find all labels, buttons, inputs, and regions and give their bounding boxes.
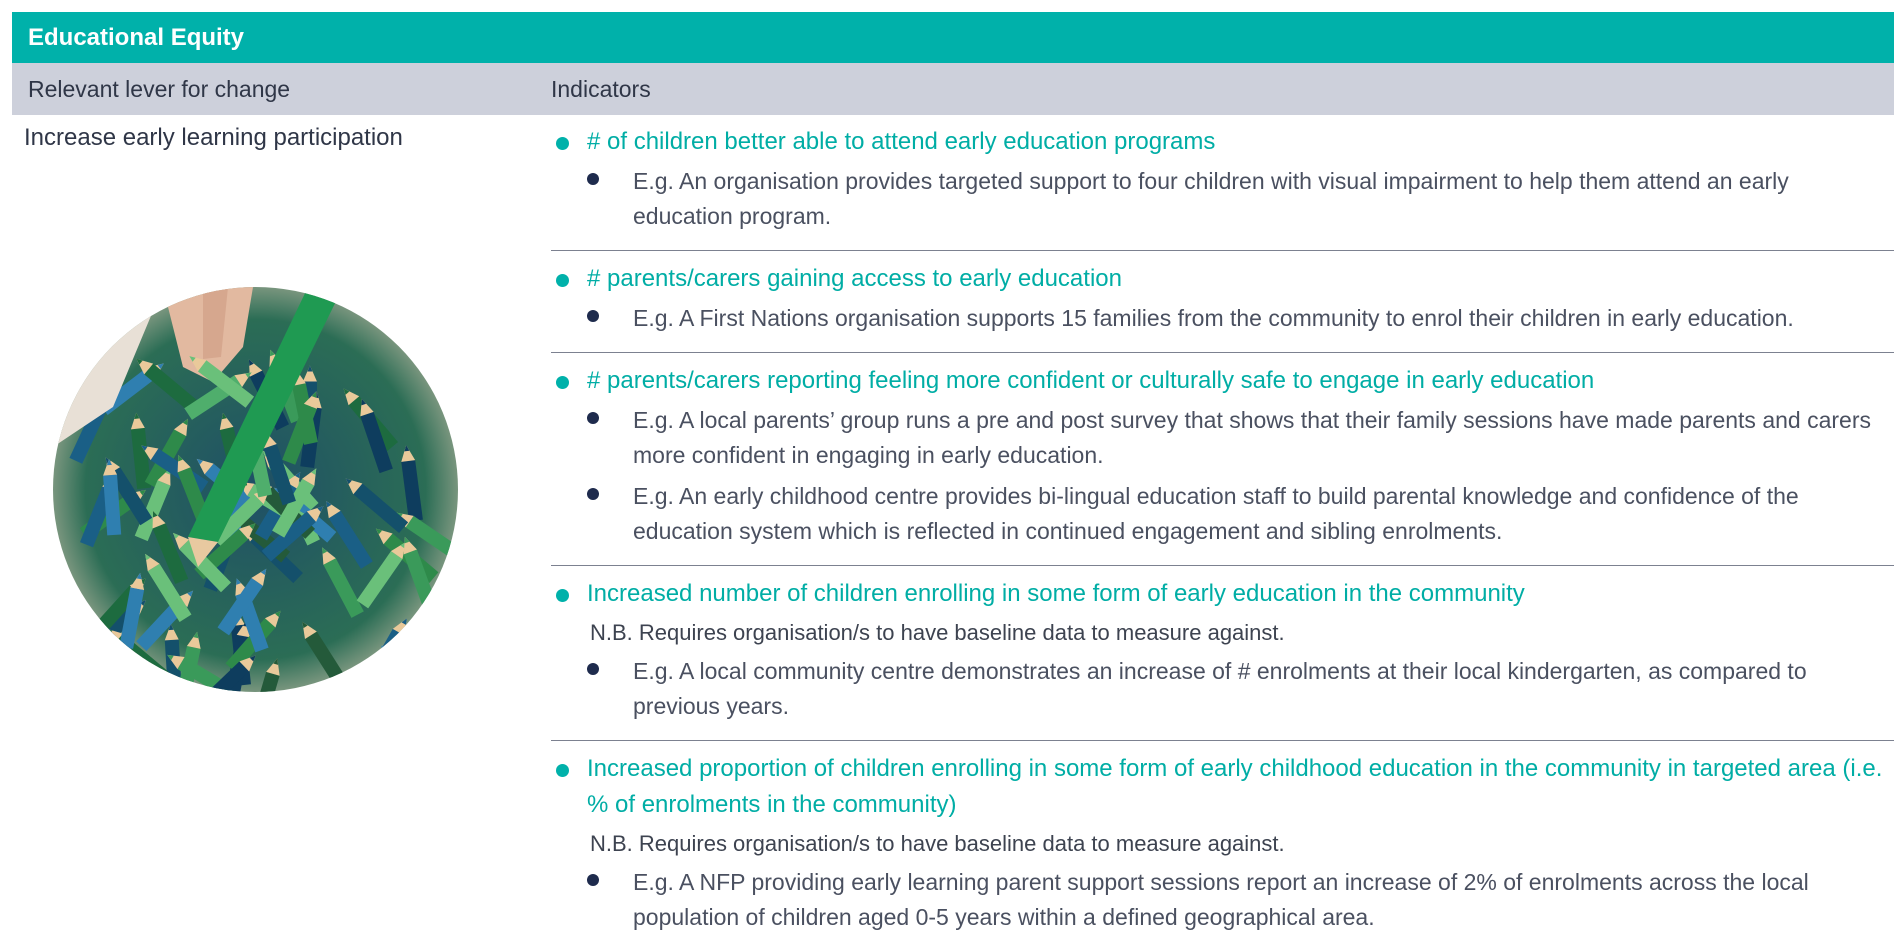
pencil-shape xyxy=(401,445,423,522)
pencils-illustration xyxy=(53,287,458,692)
indicator-group: Increased number of children enrolling i… xyxy=(551,566,1894,741)
pencil-shape xyxy=(217,568,267,636)
pencil-shape xyxy=(322,547,364,618)
indicator-example: E.g. An early childhood centre provides … xyxy=(551,479,1894,549)
indicator-example: E.g. A local community centre demonstrat… xyxy=(551,654,1894,724)
pencil-shape xyxy=(174,631,201,692)
column-header-lever: Relevant lever for change xyxy=(28,76,291,102)
indicator-note: N.B. Requires organisation/s to have bas… xyxy=(590,620,1285,645)
indicator-title: # parents/carers gaining access to early… xyxy=(551,261,1894,297)
indicator-example: E.g. An organisation provides targeted s… xyxy=(551,164,1894,234)
column-header-row: Relevant lever for change Indicators xyxy=(12,63,1894,115)
indicator-group: Increased proportion of children enrolli… xyxy=(551,741,1894,951)
lever-label: Increase early learning participation xyxy=(24,124,403,151)
pencil-shape xyxy=(119,572,145,649)
pencil-shape xyxy=(189,356,255,408)
pencil-shape xyxy=(225,610,281,673)
pencil-shape xyxy=(282,391,317,465)
indicator-example: E.g. A First Nations organisation suppor… xyxy=(551,301,1894,336)
colored-pencils-image xyxy=(53,287,458,692)
indicator-group: # parents/carers reporting feeling more … xyxy=(551,353,1894,566)
indicator-title: Increased number of children enrolling i… xyxy=(551,576,1894,612)
section-title: Educational Equity xyxy=(28,24,245,51)
indicator-example: E.g. A local parents’ group runs a pre a… xyxy=(551,403,1894,473)
section-header: Educational Equity xyxy=(12,12,1894,63)
indicator-example: E.g. A NFP providing early learning pare… xyxy=(551,865,1894,935)
pencil-shape xyxy=(272,468,317,538)
indicator-group: # of children better able to attend earl… xyxy=(551,122,1894,251)
indicator-note: N.B. Requires organisation/s to have bas… xyxy=(590,831,1285,856)
pencil-shape xyxy=(360,398,393,474)
pencil-shape xyxy=(345,478,409,534)
indicator-title: Increased proportion of children enrolli… xyxy=(551,751,1894,823)
indicators-list: # of children better able to attend earl… xyxy=(551,122,1894,951)
pencil-shape xyxy=(130,412,152,490)
pencil-shape xyxy=(326,500,373,569)
pencil-shape xyxy=(378,644,408,692)
indicator-title: # parents/carers reporting feeling more … xyxy=(551,363,1894,399)
indicator-group: # parents/carers gaining access to early… xyxy=(551,251,1894,353)
indicator-title: # of children better able to attend earl… xyxy=(551,124,1894,160)
pencil-shape xyxy=(152,511,189,585)
pencil-shape xyxy=(173,532,232,593)
pencil-shape xyxy=(249,658,280,692)
pencil-shape xyxy=(196,655,256,692)
pencil-shape xyxy=(103,459,122,536)
pencil-shape xyxy=(145,553,192,622)
pencil-shape xyxy=(136,358,200,413)
column-header-indicators: Indicators xyxy=(551,76,651,102)
pencil-shape xyxy=(261,506,324,562)
